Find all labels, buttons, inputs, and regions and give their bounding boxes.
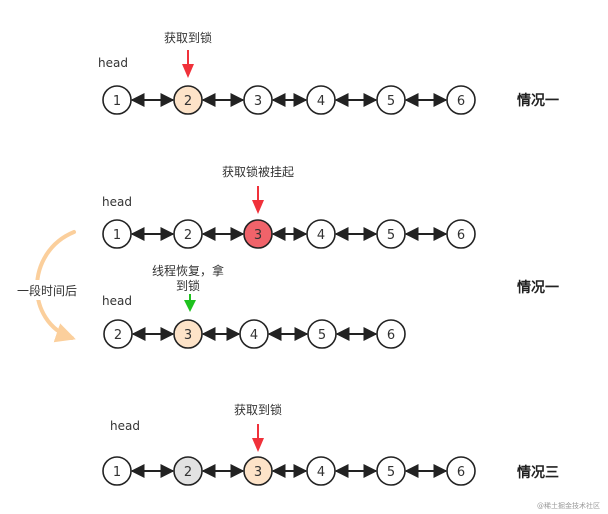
pointer-label: 获取锁被挂起 — [222, 164, 294, 179]
head-label: head — [102, 294, 132, 308]
list-node-6: 6 — [446, 85, 476, 115]
node-label: 3 — [254, 94, 262, 109]
list-node-2: 2 — [173, 456, 203, 486]
node-label: 2 — [184, 465, 192, 480]
node-label: 4 — [317, 228, 325, 243]
head-label: head — [98, 56, 128, 70]
list-node-3: 3 — [173, 319, 203, 349]
node-circle — [173, 85, 203, 115]
section-2: head 获取锁被挂起 1 2 3 4 5 6 — [102, 164, 476, 249]
node-label: 6 — [457, 228, 465, 243]
node-label: 2 — [114, 328, 122, 343]
list-node-2: 2 — [173, 85, 203, 115]
list-node-3: 3 — [243, 85, 273, 115]
node-circle — [306, 219, 336, 249]
node-circle — [446, 456, 476, 486]
node-circle — [376, 319, 406, 349]
node-label: 3 — [184, 328, 192, 343]
node-circle — [376, 456, 406, 486]
node-circle — [306, 456, 336, 486]
list-node-3: 3 — [243, 219, 273, 249]
node-circle — [243, 85, 273, 115]
node-label: 5 — [387, 465, 395, 480]
list-node-2: 2 — [103, 319, 133, 349]
linked-list: 1 2 3 4 5 6 — [102, 219, 476, 249]
list-node-1: 1 — [102, 219, 132, 249]
section-3: head 线程恢复，拿 到锁 2 3 4 5 6 情况一 — [102, 263, 559, 349]
list-node-5: 5 — [376, 219, 406, 249]
list-node-4: 4 — [306, 219, 336, 249]
pointer-arrow — [182, 50, 194, 78]
watermark: @稀土掘金技术社区 — [537, 501, 600, 510]
node-circle — [173, 219, 203, 249]
node-circle — [243, 219, 273, 249]
pointer-arrow — [184, 294, 196, 312]
node-label: 3 — [254, 228, 262, 243]
node-label: 1 — [113, 465, 121, 480]
list-node-2: 2 — [173, 219, 203, 249]
node-label: 6 — [387, 328, 395, 343]
node-circle — [102, 85, 132, 115]
linked-list: 1 2 3 4 5 6 — [102, 456, 476, 486]
linked-list: 2 3 4 5 6 — [103, 319, 406, 349]
node-label: 4 — [317, 94, 325, 109]
node-circle — [376, 219, 406, 249]
node-circle — [307, 319, 337, 349]
list-node-1: 1 — [102, 456, 132, 486]
section-4: head 获取到锁 1 2 3 4 5 6 情况三 — [102, 402, 559, 486]
node-circle — [173, 319, 203, 349]
node-label: 6 — [457, 94, 465, 109]
list-node-6: 6 — [376, 319, 406, 349]
node-circle — [243, 456, 273, 486]
node-circle — [102, 456, 132, 486]
node-label: 2 — [184, 228, 192, 243]
node-circle — [239, 319, 269, 349]
transition-label-bg — [10, 280, 84, 300]
pointer-label-line-1: 线程恢复，拿 — [152, 263, 224, 278]
node-label: 1 — [113, 228, 121, 243]
list-node-4: 4 — [306, 85, 336, 115]
node-circle — [376, 85, 406, 115]
transition: 一段时间后 — [10, 230, 84, 343]
node-circle — [446, 219, 476, 249]
list-node-6: 6 — [446, 219, 476, 249]
node-label: 2 — [184, 94, 192, 109]
node-label: 6 — [457, 465, 465, 480]
list-node-5: 5 — [307, 319, 337, 349]
node-label: 4 — [250, 328, 258, 343]
node-circle — [306, 85, 336, 115]
node-circle — [173, 456, 203, 486]
case-label: 情况一 — [517, 279, 559, 296]
list-node-4: 4 — [306, 456, 336, 486]
list-node-5: 5 — [376, 85, 406, 115]
node-circle — [102, 219, 132, 249]
list-node-3: 3 — [243, 456, 273, 486]
linked-list: 1 2 3 4 5 6 — [102, 85, 476, 115]
pointer-label-line-2: 到锁 — [176, 278, 200, 293]
section-1: head 获取到锁 1 2 3 4 5 6 情况一 — [98, 30, 559, 115]
node-label: 4 — [317, 465, 325, 480]
transition-label: 一段时间后 — [17, 283, 77, 298]
pointer-label: 获取到锁 — [234, 402, 282, 417]
node-label: 1 — [113, 94, 121, 109]
list-node-4: 4 — [239, 319, 269, 349]
case-label: 情况三 — [517, 464, 559, 481]
node-label: 5 — [387, 94, 395, 109]
pointer-label: 获取到锁 — [164, 30, 212, 45]
pointer-arrow — [252, 186, 264, 214]
node-label: 5 — [387, 228, 395, 243]
case-label: 情况一 — [517, 92, 559, 109]
list-node-1: 1 — [102, 85, 132, 115]
pointer-arrow — [252, 424, 264, 452]
node-label: 5 — [318, 328, 326, 343]
head-label: head — [102, 195, 132, 209]
list-node-5: 5 — [376, 456, 406, 486]
list-node-6: 6 — [446, 456, 476, 486]
node-circle — [103, 319, 133, 349]
node-label: 3 — [254, 465, 262, 480]
head-label: head — [110, 419, 140, 433]
node-circle — [446, 85, 476, 115]
